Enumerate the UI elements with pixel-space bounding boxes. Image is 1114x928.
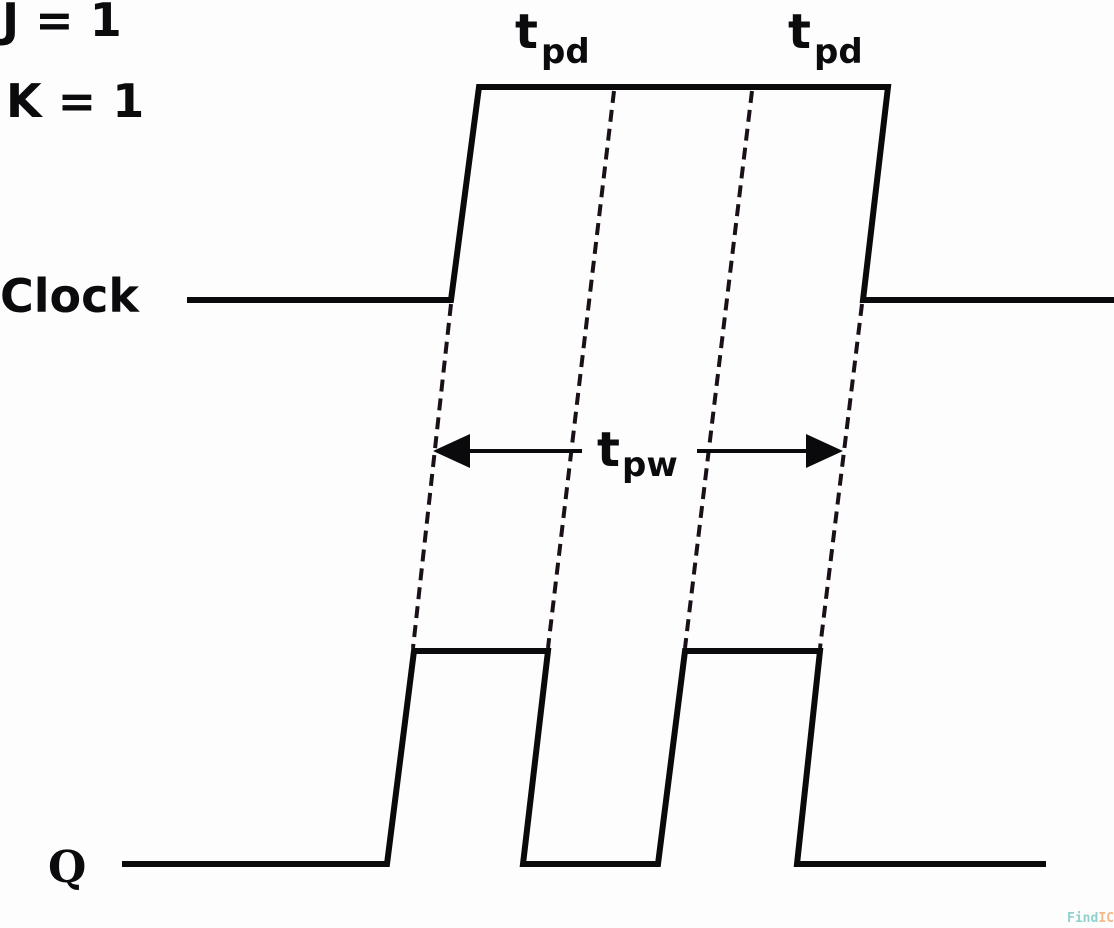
tpw-label: t pw (597, 422, 678, 485)
k-condition-label: K = 1 (6, 74, 144, 128)
tpd-right-label: t pd (788, 4, 863, 72)
tpw-arrow (433, 434, 843, 468)
q-waveform (122, 648, 1046, 867)
tpd-right-main: t (788, 4, 811, 60)
j-condition-label: J = 1 (0, 0, 122, 47)
tpw-main: t (597, 422, 620, 478)
clock-waveform (187, 84, 1114, 303)
tpd-left-subscript: pd (541, 32, 590, 72)
tpd-left-label: t pd (515, 4, 590, 72)
tpd-left-main: t (515, 4, 538, 60)
tpw-subscript: pw (622, 445, 678, 485)
clock-signal-label: Clock (0, 269, 140, 323)
propagation-line-2 (546, 90, 616, 649)
propagation-line-3 (683, 90, 754, 649)
watermark: FindIC (1067, 911, 1114, 926)
propagation-line-1 (411, 303, 453, 649)
q-signal-label: Q (48, 842, 86, 893)
watermark-part1: Find (1067, 911, 1099, 926)
propagation-line-4 (818, 303, 864, 649)
watermark-part2: IC (1098, 911, 1114, 926)
tpw-arrow-right-head (806, 434, 843, 468)
tpd-right-subscript: pd (814, 32, 863, 72)
tpw-arrow-left-head (433, 434, 470, 468)
